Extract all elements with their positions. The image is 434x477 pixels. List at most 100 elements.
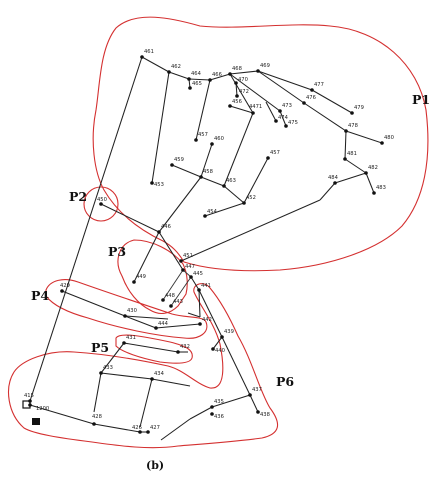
node-480-label: 480: [384, 135, 394, 141]
pipe-482-483: [365, 172, 375, 194]
node-462-marker: [167, 70, 171, 74]
node-481-marker: [343, 157, 347, 161]
pipe-network: [29, 56, 383, 441]
pipe-434-426: [139, 378, 153, 428]
pipe-478-481: [344, 130, 347, 160]
node-432-marker: [176, 350, 180, 354]
pipe-4471-456: [229, 105, 254, 114]
zone-boundaries: [8, 16, 429, 449]
node-459-label: 459: [174, 157, 184, 163]
node-444-marker: [154, 326, 158, 330]
node-448-label: 448: [165, 293, 175, 299]
pipe-477-479: [311, 89, 353, 114]
pipe-435-x: [189, 406, 213, 420]
zone-boundary-p4: [45, 279, 208, 339]
node-441-label: 441: [201, 283, 211, 289]
pipe-462-464: [168, 71, 190, 80]
node-474-label: 474: [278, 115, 289, 121]
node-435-marker: [210, 405, 214, 409]
figure-caption: (b): [146, 459, 164, 472]
node-457-label: 457: [198, 132, 208, 138]
node-1200-label: 1200: [36, 406, 49, 412]
node-430-marker: [123, 314, 127, 318]
node-427-marker: [146, 430, 150, 434]
node-434-label: 434: [154, 371, 165, 377]
node-479-label: 479: [354, 105, 364, 111]
node-434-marker: [150, 377, 154, 381]
node-431-marker: [122, 341, 126, 345]
zone-label-p3: P3: [108, 244, 126, 259]
node-478-marker: [344, 129, 348, 133]
node-473-marker: [278, 109, 282, 113]
node-449-marker: [132, 280, 136, 284]
node-465-label: 465: [192, 81, 202, 87]
pipe-476-478: [303, 102, 347, 132]
node-458-label: 458: [203, 169, 213, 175]
node-451-marker: [179, 259, 183, 263]
node-484-marker: [333, 181, 337, 185]
node-475-label: 475: [288, 120, 298, 126]
node-447-label: 447: [185, 264, 195, 270]
node-463-marker: [222, 184, 226, 188]
node-429-marker: [60, 289, 64, 293]
pump-block-icon: [32, 418, 40, 425]
pipe-437-438: [249, 394, 259, 413]
node-464-marker: [187, 77, 191, 81]
zone-boundary-p1: [92, 16, 429, 272]
pipe-459-458: [171, 164, 202, 178]
pipe-469-477: [257, 70, 313, 91]
node-430-label: 430: [127, 308, 137, 314]
node-454-marker: [203, 214, 207, 218]
node-470-marker: [234, 81, 238, 85]
node-483-label: 483: [376, 185, 386, 191]
node-436-marker: [210, 412, 214, 416]
node-457b-label: 457: [270, 150, 280, 156]
node-477-label: 477: [314, 82, 324, 88]
node-439-marker: [220, 335, 224, 339]
node-440-label: 440: [215, 348, 225, 354]
node-432-label: 432: [180, 344, 190, 350]
node-445-marker: [189, 275, 193, 279]
node-433-marker: [99, 371, 103, 375]
pipe-446-449: [133, 231, 160, 283]
node-456-marker: [228, 104, 232, 108]
node-473-label: 473: [282, 103, 292, 109]
node-437-label: 437: [252, 387, 262, 393]
pipe-445-441: [190, 276, 200, 291]
pipe-463-452: [223, 185, 245, 204]
node-451-label: 451: [183, 253, 193, 259]
node-441-marker: [197, 288, 201, 292]
pipe-431-433: [100, 342, 125, 374]
node-466-marker: [208, 78, 212, 82]
node-457-marker: [194, 138, 198, 142]
node-458-marker: [199, 175, 203, 179]
node-461-label: 461: [144, 49, 154, 55]
pipe-444-442: [155, 323, 201, 329]
node-436-label: 436: [214, 414, 224, 420]
zone-boundary-p5: [115, 334, 193, 364]
node-452-label: 452: [246, 195, 256, 201]
zone-boundary-p6: [8, 283, 279, 449]
node-472-label: 472: [239, 89, 249, 95]
zone-label-p2: P2: [69, 189, 87, 204]
node-445-label: 445: [193, 271, 203, 277]
pipe-415-461: [29, 56, 143, 402]
pipe-437-435: [211, 394, 251, 408]
pipe-461-462: [141, 56, 170, 73]
node-446-label: 446: [161, 224, 171, 230]
zone-label-p4: P4: [31, 288, 49, 303]
node-462-label: 462: [171, 64, 181, 70]
pipe-473-475: [279, 110, 287, 127]
zone-label-p1: P1: [412, 92, 430, 107]
node-475-marker: [284, 124, 288, 128]
node-442-label: 442: [202, 317, 212, 323]
pipe-452-454: [204, 202, 245, 217]
pipe-466-468: [209, 73, 231, 81]
pipe-428-426: [93, 423, 141, 433]
node-429-label: 429: [60, 283, 70, 289]
node-468-label: 468: [232, 66, 242, 72]
pipe-473-474: [265, 101, 277, 122]
node-444-label: 444: [158, 321, 169, 327]
pipe-468-469: [229, 70, 259, 75]
pipe-464-466: [188, 78, 211, 81]
